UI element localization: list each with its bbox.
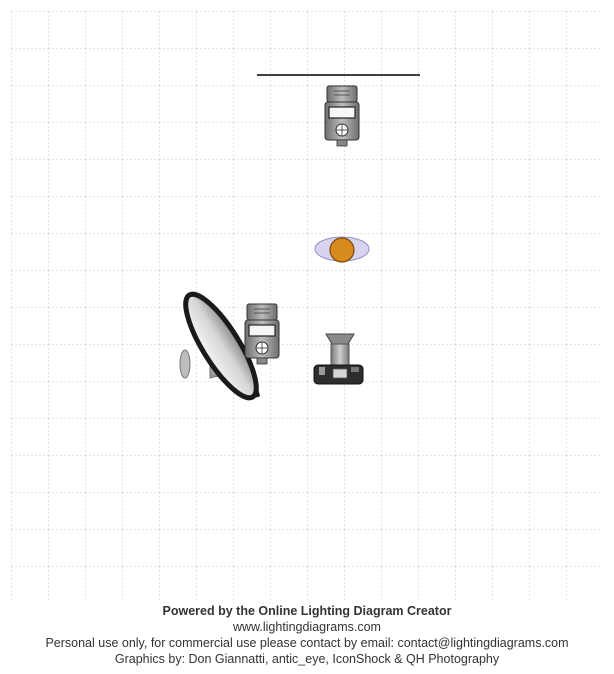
camera-icon[interactable] bbox=[313, 333, 364, 385]
powered-by-text: Powered by the Online Lighting Diagram C… bbox=[162, 604, 452, 618]
grid-background bbox=[11, 11, 603, 603]
person-top-view-icon[interactable] bbox=[314, 236, 370, 263]
footer: Powered by the Online Lighting Diagram C… bbox=[0, 603, 614, 667]
credits-text: Graphics by: Don Giannatti, antic_eye, I… bbox=[114, 652, 500, 666]
speedlight-icon[interactable] bbox=[324, 85, 360, 147]
lighting-diagram-canvas bbox=[11, 11, 603, 603]
beauty-dish-icon[interactable] bbox=[174, 286, 268, 407]
license-text: Personal use only, for commercial use pl… bbox=[45, 636, 569, 650]
speedlight-icon[interactable] bbox=[244, 303, 280, 365]
website-link[interactable]: www.lightingdiagrams.com bbox=[233, 620, 381, 634]
